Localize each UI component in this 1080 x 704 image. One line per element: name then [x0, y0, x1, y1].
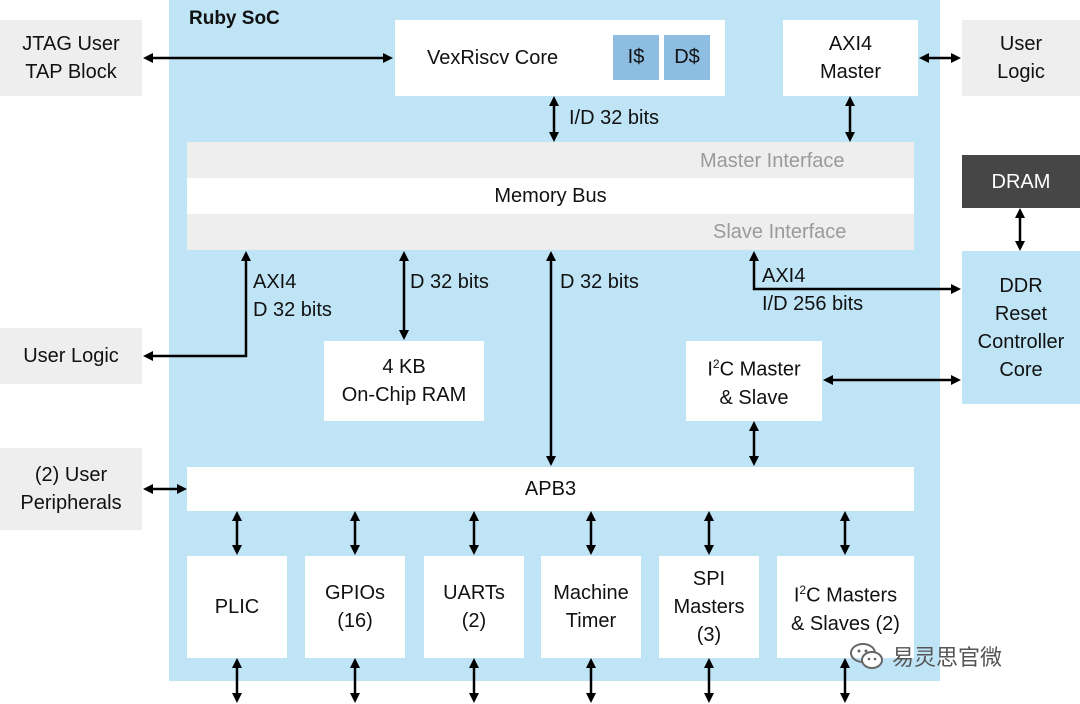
user-peripherals-block: (2) User Peripherals	[0, 448, 142, 530]
axi-user-label-2: D 32 bits	[253, 299, 332, 321]
dram-block: DRAM	[962, 155, 1080, 208]
i2c-master-slave-block: I2C Master & Slave	[686, 341, 822, 421]
i2c-rest: C Master & Slave	[719, 358, 801, 409]
bus-ddr-wire	[749, 251, 961, 294]
watermark: 易灵思官微	[850, 640, 1002, 672]
icache-block: I$	[613, 35, 659, 80]
bus-userlogic-wire	[143, 251, 251, 361]
ddr-axi-label-2: I/D 256 bits	[762, 293, 864, 315]
slave-interface-label: Slave Interface	[713, 221, 847, 243]
core-bus-label: I/D 32 bits	[569, 107, 660, 129]
i2c-masters-slaves-block: I2C Masters & Slaves (2)	[777, 556, 914, 658]
i2c2-sup: 2	[799, 583, 807, 598]
master-interface-label: Master Interface	[700, 150, 845, 172]
jtag-block: JTAG User TAP Block	[0, 20, 142, 96]
ram-bus-label: D 32 bits	[410, 271, 489, 293]
i2c-prefix: I	[707, 358, 713, 381]
machine-timer-block: Machine Timer	[541, 556, 641, 658]
on-chip-ram-block: 4 KB On-Chip RAM	[324, 341, 484, 421]
core-label: VexRiscv Core	[427, 47, 559, 69]
spi-masters-block: SPI Masters (3)	[659, 556, 759, 658]
user-logic-top-block: User Logic	[962, 20, 1080, 96]
memory-bus-label: Memory Bus	[187, 178, 914, 214]
i2c2-rest: C Masters & Slaves (2)	[791, 584, 900, 635]
uarts-block: UARTs (2)	[424, 556, 524, 658]
i2c-sup: 2	[712, 357, 720, 372]
axi4-master-block: AXI4 Master	[783, 20, 918, 96]
axi-user-label-1: AXI4	[253, 271, 297, 293]
soc-title: Ruby SoC	[189, 8, 280, 29]
gpios-block: GPIOs (16)	[305, 556, 405, 658]
wechat-icon	[850, 643, 883, 669]
dcache-block: D$	[664, 35, 710, 80]
apb3-bus: APB3	[187, 467, 914, 511]
watermark-text: 易灵思官微	[892, 645, 1003, 670]
ddr-controller-block: DDR Reset Controller Core	[962, 251, 1080, 404]
user-logic-left-block: User Logic	[0, 328, 142, 384]
plic-block: PLIC	[187, 556, 287, 658]
i2c2-prefix: I	[793, 584, 800, 607]
apb-bus-label: D 32 bits	[560, 271, 639, 293]
